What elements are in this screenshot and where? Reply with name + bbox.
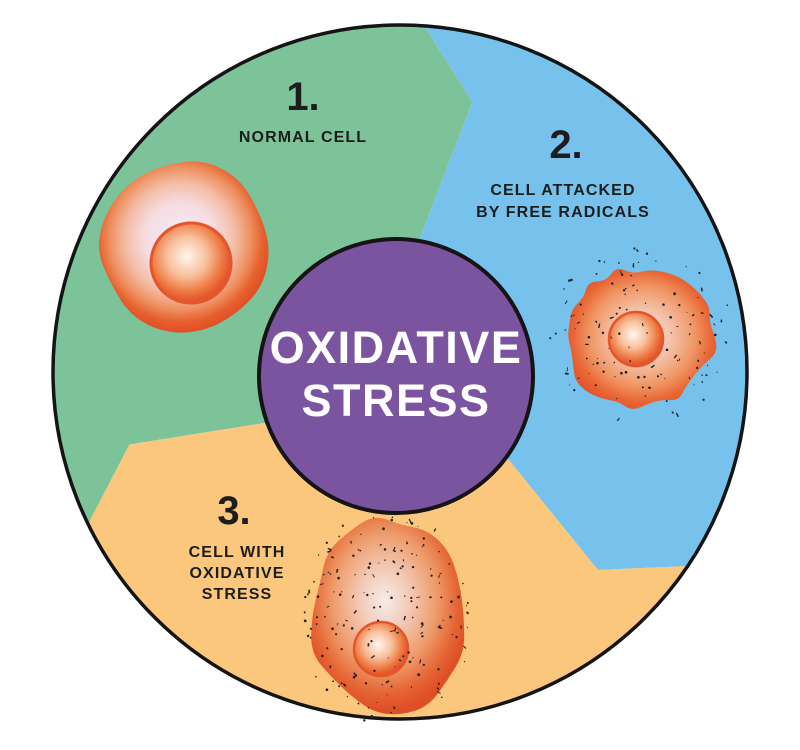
cell-nucleus	[149, 221, 233, 305]
outer-circle	[51, 23, 749, 721]
step1-label: NORMAL CELL	[239, 129, 367, 146]
step3-label-line3: STRESS	[202, 586, 273, 603]
stressed-cell-illustration	[303, 513, 470, 722]
step3-number: 3.	[217, 489, 250, 533]
cell-nucleus	[352, 620, 410, 678]
cell-nucleus	[607, 310, 665, 368]
step3-label-line2: OXIDATIVE	[190, 565, 285, 582]
free-radical-speckles	[303, 513, 470, 722]
step2-number: 2.	[549, 123, 582, 167]
center-title-line2: STRESS	[301, 375, 490, 426]
normal-cell-illustration	[98, 161, 269, 333]
step2-label-line2: BY FREE RADICALS	[476, 204, 650, 221]
free-radical-speckles	[549, 247, 729, 421]
attacked-cell-illustration	[549, 247, 729, 421]
step2-label-line1: CELL ATTACKED	[490, 182, 635, 199]
center-circle	[257, 237, 535, 515]
center-title-line1: OXIDATIVE	[270, 322, 523, 373]
step3-label-line1: CELL WITH	[189, 544, 286, 561]
step1-number: 1.	[286, 75, 319, 119]
cell-membrane	[311, 517, 465, 715]
